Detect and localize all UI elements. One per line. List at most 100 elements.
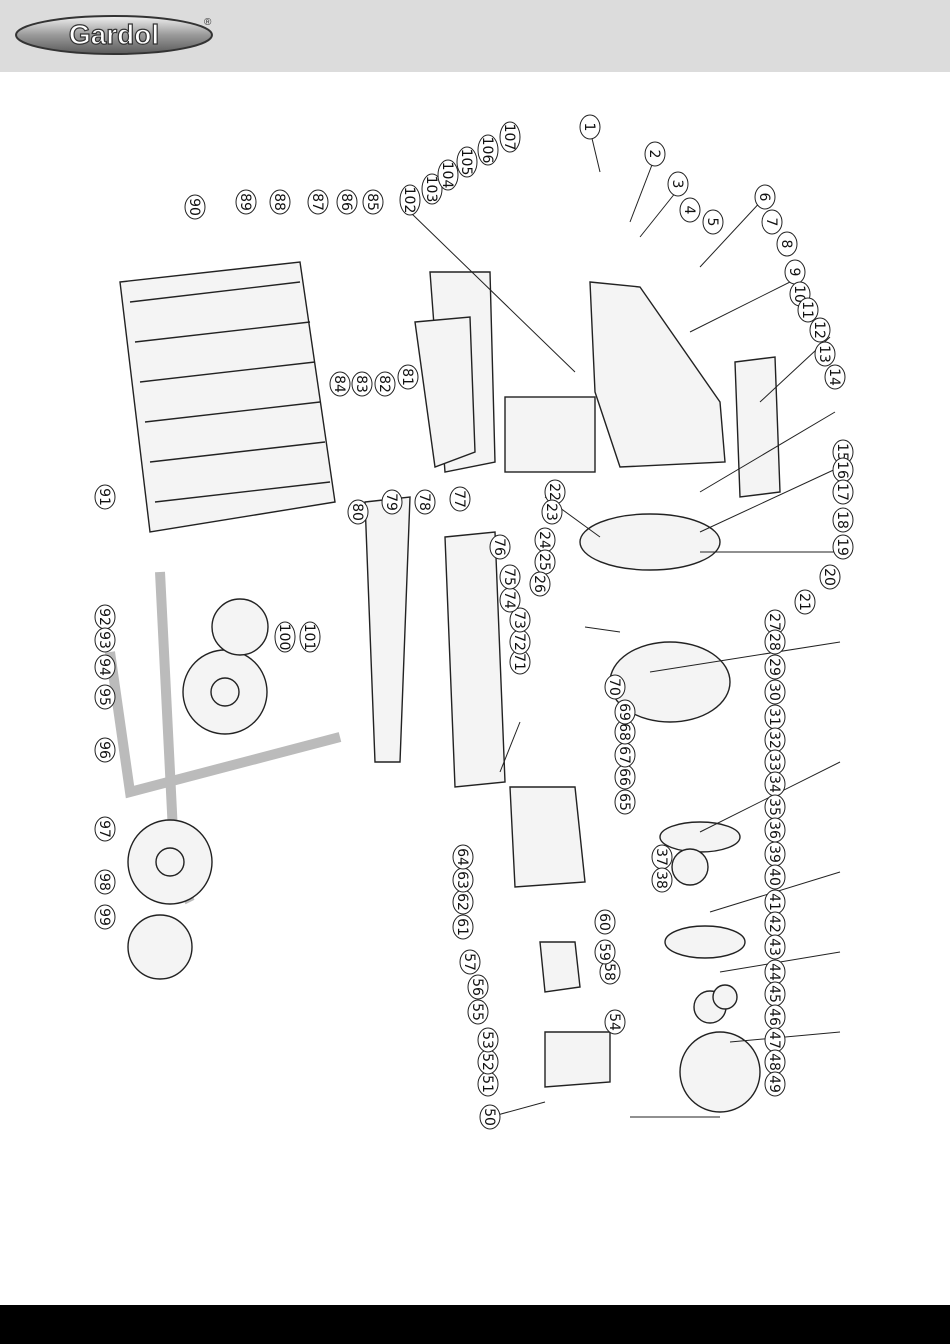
part-callout-99: 99 <box>94 904 116 930</box>
callout-number: 19 <box>834 538 850 556</box>
callout-number: 98 <box>96 873 112 891</box>
callout-circle <box>824 364 846 390</box>
part-callout-107: 107 <box>499 121 521 153</box>
part-callout-105: 105 <box>456 146 478 178</box>
part-callout-89: 89 <box>235 189 257 215</box>
part-callout-57: 57 <box>459 949 481 975</box>
callout-number: 5 <box>704 218 720 227</box>
part-callout-81: 81 <box>397 364 419 390</box>
callout-number: 53 <box>479 1031 495 1049</box>
callout-number: 24 <box>536 531 552 549</box>
callout-circle <box>764 629 786 655</box>
part-callout-80: 80 <box>347 499 369 525</box>
part-callout-54: 54 <box>604 1009 626 1035</box>
callout-number: 32 <box>766 731 782 749</box>
callout-circle <box>529 571 551 597</box>
part-callout-59: 59 <box>594 939 616 965</box>
exploded-parts-diagram: 1234567891011121314151617181920212223242… <box>94 114 854 1130</box>
callout-circle <box>397 364 419 390</box>
callout-number: 2 <box>646 150 662 159</box>
callout-number: 93 <box>96 631 112 649</box>
callout-circle <box>809 317 831 343</box>
callout-number: 31 <box>766 708 782 726</box>
part-callout-13: 13 <box>814 341 836 367</box>
callout-circle <box>489 534 511 560</box>
logo-text: Gardol <box>69 19 159 50</box>
callout-number: 39 <box>766 845 782 863</box>
part-callout-58: 58 <box>599 959 621 985</box>
part-callout-4: 4 <box>679 197 701 223</box>
callout-number: 27 <box>766 613 782 631</box>
callout-number: 3 <box>669 180 685 189</box>
part-callout-77: 77 <box>449 486 471 512</box>
part-callout-44: 44 <box>764 959 786 985</box>
part-callout-3: 3 <box>667 171 689 197</box>
callout-number: 101 <box>301 624 317 651</box>
part-callout-90: 90 <box>184 194 206 220</box>
callout-circle <box>764 654 786 680</box>
callout-circle <box>351 371 373 397</box>
callout-circle <box>235 189 257 215</box>
part-callout-66: 66 <box>614 764 636 790</box>
part-callout-43: 43 <box>764 934 786 960</box>
callout-number: 18 <box>834 511 850 529</box>
callout-number: 90 <box>186 198 202 216</box>
callout-number: 45 <box>766 985 782 1003</box>
part-callout-86: 86 <box>336 189 358 215</box>
part-callout-92: 92 <box>94 604 116 630</box>
callout-number: 99 <box>96 908 112 926</box>
part-callout-27: 27 <box>764 609 786 635</box>
callout-number: 81 <box>399 368 415 386</box>
callout-circle <box>499 121 521 153</box>
callout-circle <box>479 1104 501 1130</box>
callout-number: 30 <box>766 683 782 701</box>
callout-circle <box>467 974 489 1000</box>
callout-number: 44 <box>766 963 782 981</box>
brand-logo: Gardol ® <box>15 15 213 55</box>
callout-circle <box>477 134 499 166</box>
callout-number: 89 <box>237 193 253 211</box>
callout-circle <box>604 674 626 700</box>
part-callout-30: 30 <box>764 679 786 705</box>
part-callout-98: 98 <box>94 869 116 895</box>
callout-circle <box>449 486 471 512</box>
part-callout-83: 83 <box>351 371 373 397</box>
callout-circle <box>329 371 351 397</box>
part-callout-87: 87 <box>307 189 329 215</box>
callout-circle <box>452 844 474 870</box>
callout-number: 72 <box>511 633 527 651</box>
part-callout-69: 69 <box>614 699 636 725</box>
callout-circle <box>269 189 291 215</box>
callout-circle <box>667 171 689 197</box>
callout-circle <box>452 914 474 940</box>
part-callout-62: 62 <box>452 889 474 915</box>
callout-number: 107 <box>501 124 517 151</box>
part-callout-60: 60 <box>594 909 616 935</box>
part-callout-28: 28 <box>764 629 786 655</box>
callout-circle <box>764 679 786 705</box>
part-callout-6: 6 <box>754 184 776 210</box>
callout-number: 96 <box>96 741 112 759</box>
logo-registered: ® <box>204 17 212 28</box>
callout-number: 73 <box>511 611 527 629</box>
part-callout-71: 71 <box>509 649 531 675</box>
part-callout-36: 36 <box>764 817 786 843</box>
part-callout-106: 106 <box>477 134 499 166</box>
callout-circle <box>299 621 321 653</box>
callout-number: 36 <box>766 821 782 839</box>
callout-circle <box>761 209 783 235</box>
callout-number: 79 <box>383 493 399 511</box>
part-callout-39: 39 <box>764 841 786 867</box>
callout-number: 14 <box>826 368 842 386</box>
part-callout-24: 24 <box>534 527 556 553</box>
callout-number: 103 <box>423 176 439 203</box>
callout-number: 29 <box>766 658 782 676</box>
part-callout-79: 79 <box>381 489 403 515</box>
part-callout-14: 14 <box>824 364 846 390</box>
part-callout-82: 82 <box>374 371 396 397</box>
callout-number: 70 <box>606 678 622 696</box>
callout-number: 83 <box>353 375 369 393</box>
callout-circle <box>414 489 436 515</box>
callout-number: 26 <box>531 575 547 593</box>
callout-circle <box>614 789 636 815</box>
